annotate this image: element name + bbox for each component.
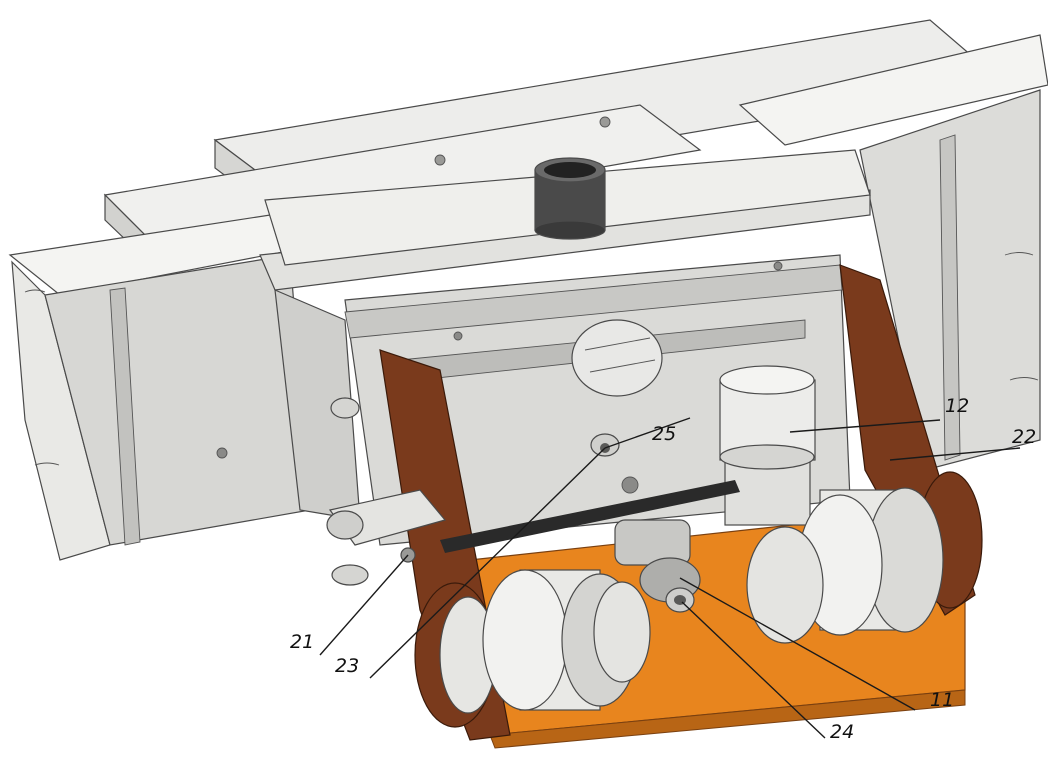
leader-11 [679, 577, 916, 711]
leader-22 [889, 447, 1021, 461]
top-tray [103, 19, 1002, 270]
leader-25 [604, 417, 691, 449]
callout-23: 23 [335, 655, 359, 677]
round-cover [571, 319, 663, 397]
left-wing-bracket [8, 204, 346, 561]
leader-lines [319, 417, 1021, 739]
center-shaft [614, 519, 701, 613]
leader-24 [681, 601, 826, 739]
callout-22: 22 [1012, 426, 1036, 448]
left-roller [414, 569, 651, 728]
right-roller [746, 471, 983, 644]
callout-25: 25 [652, 423, 676, 445]
leader-23 [369, 447, 606, 679]
callout-21: 21 [290, 631, 314, 653]
adjusting-screw [590, 433, 620, 457]
right-wing-bracket [738, 34, 1048, 471]
callout-11: 11 [930, 689, 954, 711]
callout-12: 12 [945, 395, 969, 417]
pipe-stub [534, 157, 606, 240]
callout-24: 24 [830, 721, 854, 743]
callouts: 12 22 25 21 23 11 24 [290, 395, 1036, 743]
leader-12 [789, 419, 941, 433]
cylinder-part [719, 365, 816, 526]
leader-21 [319, 554, 409, 656]
tie-rod [440, 476, 740, 553]
